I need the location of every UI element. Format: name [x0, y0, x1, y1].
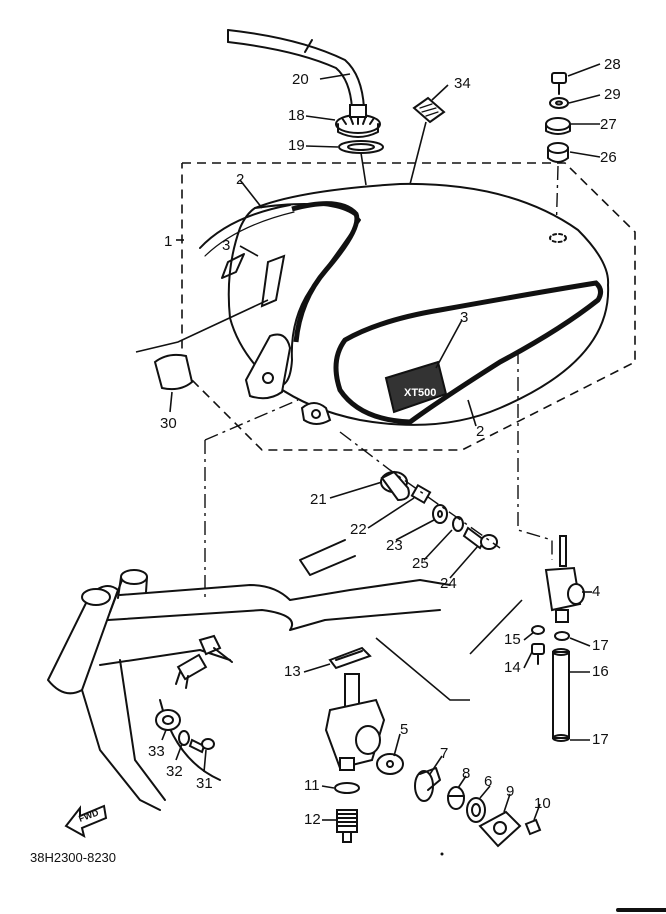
bolt-washer — [549, 97, 569, 109]
grommet-washer — [178, 730, 190, 746]
callout-6: 6 — [484, 773, 492, 790]
cap-lead-line — [360, 152, 367, 186]
front-washer — [432, 504, 448, 524]
damper-collar — [410, 483, 432, 505]
tank-bolt — [551, 72, 567, 95]
tank-assembly-outline — [181, 162, 636, 451]
callout-7: 7 — [440, 745, 448, 762]
callout-34: 34 — [454, 75, 471, 92]
callout-3-lower: 3 — [460, 309, 468, 326]
tank-damper-upper — [545, 117, 571, 135]
callout-17-upper: 17 — [592, 637, 609, 654]
lever-spring — [447, 786, 465, 810]
front-lock-washer — [452, 516, 464, 532]
callout-4: 4 — [592, 583, 600, 600]
fuel-cock-right — [544, 535, 585, 623]
tank-badge-text: XT500 — [404, 387, 436, 399]
forward-arrow-icon: FWD — [64, 804, 108, 838]
cock-o-ring — [334, 782, 360, 794]
callout-numbers: 1 2 2 3 3 4 5 6 7 8 9 10 11 12 13 14 15 … — [148, 56, 621, 828]
callout-18: 18 — [288, 107, 305, 124]
filler-cap — [335, 104, 381, 138]
callout-2-upper: 2 — [236, 171, 244, 188]
callout-26: 26 — [600, 149, 617, 166]
lever-packing — [466, 797, 486, 823]
callout-30: 30 — [160, 415, 177, 432]
callout-5: 5 — [400, 721, 408, 738]
callout-23: 23 — [386, 537, 403, 554]
callout-17-lower: 17 — [592, 731, 609, 748]
knee-pad-lead-line — [135, 299, 269, 353]
callout-13: 13 — [284, 663, 301, 680]
breather-hose — [227, 29, 365, 109]
grommet-bolt — [188, 738, 215, 754]
hose-connector-line — [469, 599, 523, 655]
callout-21: 21 — [310, 491, 327, 508]
frame — [47, 539, 451, 811]
scan-speck — [440, 852, 444, 856]
tank-damper-front — [380, 470, 410, 502]
callout-29: 29 — [604, 86, 621, 103]
cock-connector-line — [375, 637, 470, 701]
callout-19: 19 — [288, 137, 305, 154]
callout-2-lower: 2 — [476, 423, 484, 440]
callout-32: 32 — [166, 763, 183, 780]
frame-axis-line-2 — [204, 399, 299, 441]
lever-plate — [478, 810, 522, 848]
callout-28: 28 — [604, 56, 621, 73]
knee-pad — [153, 353, 194, 391]
front-bolt — [462, 526, 498, 550]
callout-24: 24 — [440, 575, 457, 592]
sediment-cup — [336, 809, 358, 843]
callout-25: 25 — [412, 555, 429, 572]
callout-10: 10 — [534, 795, 551, 812]
callout-14: 14 — [504, 659, 521, 676]
fuel-cock-body — [324, 673, 386, 771]
cap-gasket — [338, 140, 384, 154]
callout-33: 33 — [148, 743, 165, 760]
callout-12: 12 — [304, 811, 321, 828]
fuel-cock-gasket — [328, 646, 372, 670]
fuel-hose — [552, 631, 570, 742]
fuel-tank: XT500 — [199, 182, 610, 426]
callout-9: 9 — [506, 783, 514, 800]
callout-3-upper: 3 — [222, 237, 230, 254]
tank-damper-lower — [547, 142, 569, 163]
callout-16: 16 — [592, 663, 609, 680]
callout-31: 31 — [196, 775, 213, 792]
grommet — [155, 709, 181, 731]
callout-15: 15 — [504, 631, 521, 648]
catalog-code: 38H2300-8230 — [30, 850, 116, 865]
cock-screw — [531, 625, 545, 665]
callout-20: 20 — [292, 71, 309, 88]
callout-8: 8 — [462, 765, 470, 782]
caution-label — [412, 96, 446, 124]
callout-22: 22 — [350, 521, 367, 538]
callout-1: 1 — [164, 233, 172, 250]
plate-screw — [524, 818, 542, 836]
callout-27: 27 — [600, 116, 617, 133]
lever-wave-washer — [414, 767, 441, 802]
front-mount-axis — [339, 431, 501, 549]
callout-11: 11 — [304, 777, 320, 794]
fuel-cock-lever — [376, 753, 404, 775]
callout-leaders — [161, 63, 601, 821]
cock-axis-line — [517, 350, 553, 560]
